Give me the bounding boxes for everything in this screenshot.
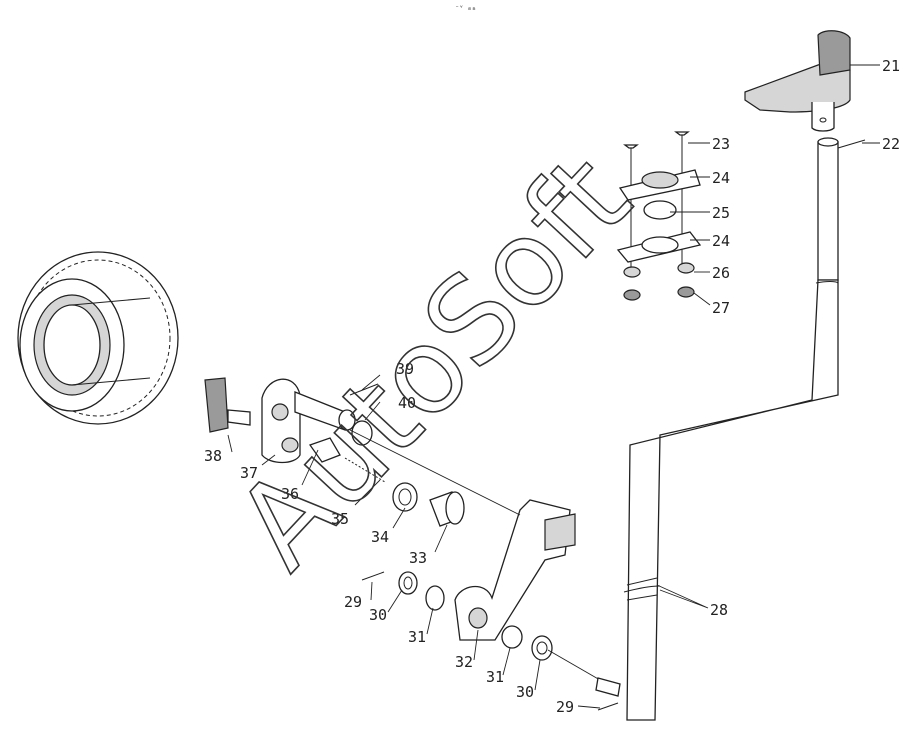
callout-32: 32 (455, 653, 473, 671)
header-mark: ⁻ᵛ ₘₘ (455, 4, 476, 12)
callout-22: 22 (882, 135, 900, 153)
gear-hub-part (17, 251, 179, 425)
callout-29a: 29 (344, 593, 362, 611)
callout-26: 26 (712, 264, 730, 282)
callout-21: 21 (882, 57, 900, 75)
callout-labels: 21 22 23 24 25 24 26 27 28 29 30 31 32 3… (204, 57, 900, 716)
pin-washer-stack (361, 571, 621, 711)
leader-lines (227, 64, 880, 709)
selector-arm-part (204, 377, 356, 464)
callout-39: 39 (396, 360, 414, 378)
callout-40: 40 (398, 394, 416, 412)
callout-24a: 24 (712, 169, 730, 187)
callout-30b: 30 (516, 683, 534, 701)
plate-assembly (616, 131, 702, 301)
callout-33: 33 (409, 549, 427, 567)
knob-part (744, 30, 851, 132)
link-arm-part (349, 429, 576, 641)
callout-37: 37 (240, 464, 258, 482)
callout-25: 25 (712, 204, 730, 222)
callout-30a: 30 (369, 606, 387, 624)
callout-24b: 24 (712, 232, 730, 250)
callout-36: 36 (281, 485, 299, 503)
callout-23: 23 (712, 135, 730, 153)
watermark: AutoSoft (210, 129, 657, 594)
callout-35: 35 (331, 510, 349, 528)
roll-pin-22 (837, 139, 866, 149)
callout-29b: 29 (556, 698, 574, 716)
callout-28: 28 (710, 601, 728, 619)
callout-31a: 31 (408, 628, 426, 646)
shift-lever-part (623, 137, 839, 721)
washer-plug-parts (392, 482, 465, 527)
callout-31b: 31 (486, 668, 504, 686)
callout-38: 38 (204, 447, 222, 465)
callout-34: 34 (371, 528, 389, 546)
callout-27: 27 (712, 299, 730, 317)
spring-detent-parts (308, 383, 386, 483)
